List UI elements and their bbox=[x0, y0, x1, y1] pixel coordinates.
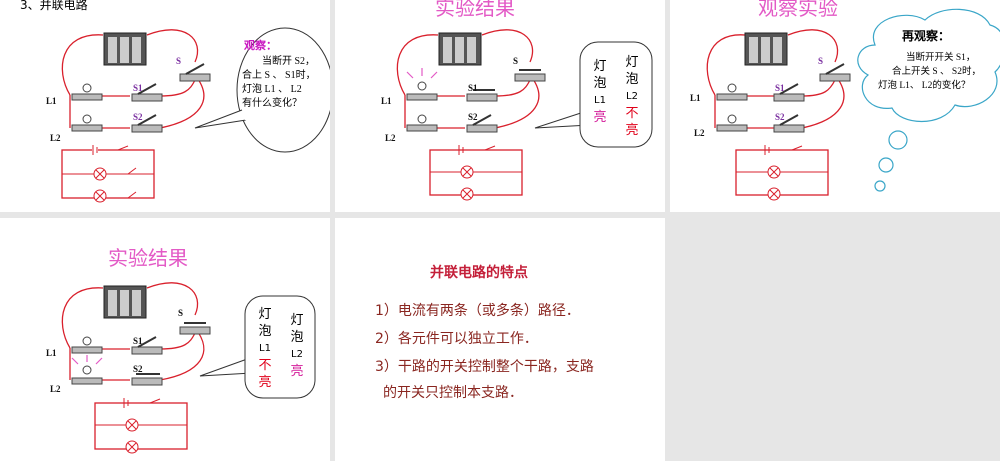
characteristics-heading: 并联电路的特点 bbox=[430, 265, 528, 281]
label-l1: L1 bbox=[46, 96, 57, 106]
label-s1: S1 bbox=[468, 83, 478, 93]
label-l2: L2 bbox=[694, 128, 705, 138]
switch-s1-closed-icon bbox=[466, 89, 498, 102]
schematic bbox=[430, 145, 522, 201]
schematic bbox=[95, 398, 187, 454]
label-s: S bbox=[176, 56, 182, 66]
label-s: S bbox=[818, 56, 824, 66]
panel-title: 观察实验 bbox=[758, 0, 838, 20]
label-l1: L1 bbox=[381, 96, 392, 106]
switch-s-closed-icon bbox=[179, 322, 211, 335]
bulb-l1-icon bbox=[71, 83, 103, 101]
label-s2: S2 bbox=[775, 112, 785, 122]
switch-s1-icon bbox=[773, 83, 805, 102]
circuit-diagram bbox=[396, 29, 653, 201]
label-l1: L1 bbox=[46, 348, 57, 358]
switch-s2-closed-icon bbox=[131, 373, 163, 386]
switch-s-closed-icon bbox=[514, 69, 546, 82]
label-l2: L2 bbox=[385, 133, 396, 143]
label-s2: S2 bbox=[468, 112, 478, 122]
label-l2: L2 bbox=[50, 133, 61, 143]
panel-result-2: 实验结果 bbox=[0, 218, 330, 461]
result-l1: 灯 泡 L1 亮 bbox=[593, 59, 607, 125]
switch-s1-icon bbox=[131, 336, 163, 355]
empty-slot bbox=[670, 218, 1000, 461]
panel-title: 实验结果 bbox=[108, 246, 188, 270]
label-s2: S2 bbox=[133, 364, 143, 374]
label-s1: S1 bbox=[133, 336, 143, 346]
cloud-line: 合上开关 S 、 S2时， bbox=[892, 67, 981, 77]
panel-heading: 3、并联电路 bbox=[20, 0, 88, 12]
label-s: S bbox=[513, 56, 519, 66]
label-s: S bbox=[178, 308, 184, 318]
characteristic-item: 的开关只控制本支路． bbox=[383, 385, 523, 401]
bubble-title: 观察： bbox=[244, 40, 277, 52]
bubble-line: 合上 S 、 S1时， bbox=[242, 70, 316, 81]
bulb-l1-icon bbox=[71, 336, 103, 354]
result-l2: 灯 泡 L2 亮 bbox=[290, 313, 304, 379]
label-s1: S1 bbox=[775, 83, 785, 93]
label-s1: S1 bbox=[133, 83, 143, 93]
characteristic-item: 1）电流有两条（或多条）路径． bbox=[375, 303, 580, 319]
panel-characteristics: 并联电路的特点 1）电流有两条（或多条）路径． 2）各元件可以独立工作． 3）干… bbox=[335, 218, 665, 461]
cloud-line: 当断开开关 S1， bbox=[906, 53, 976, 63]
panel-title: 实验结果 bbox=[435, 0, 515, 20]
panel-observe-1: 3、并联电路 bbox=[0, 0, 330, 212]
circuit-diagram bbox=[706, 8, 1000, 201]
switch-s-icon bbox=[179, 63, 211, 82]
bulb-l2-icon bbox=[71, 114, 103, 132]
circuit-diagram bbox=[61, 27, 330, 203]
switch-s2-icon bbox=[466, 114, 498, 133]
switch-s-icon bbox=[819, 63, 851, 82]
battery-icon bbox=[103, 285, 147, 319]
bulb-l2-icon bbox=[716, 114, 748, 132]
bulb-l1-lit-icon bbox=[406, 68, 438, 101]
label-l2: L2 bbox=[50, 384, 61, 394]
panel-result-1: 实验结果 bbox=[335, 0, 665, 212]
characteristic-item: 3）干路的开关控制整个干路，支路 bbox=[375, 359, 594, 375]
cloud-title: 再观察： bbox=[902, 29, 951, 43]
characteristic-item: 2）各元件可以独立工作． bbox=[375, 331, 538, 347]
bubble-line: 当断开 S2， bbox=[262, 56, 316, 67]
battery-icon bbox=[744, 32, 788, 66]
cloud-line: 灯泡 L1、 L2的变化？ bbox=[878, 81, 971, 91]
result-l1: 灯 泡 L1 不 亮 bbox=[258, 307, 272, 390]
switch-s2-icon bbox=[773, 114, 805, 133]
label-l1: L1 bbox=[690, 93, 701, 103]
result-l2: 灯 泡 L2 不 亮 bbox=[625, 55, 639, 138]
schematic bbox=[736, 145, 828, 201]
bulb-l1-icon bbox=[716, 83, 748, 101]
battery-icon bbox=[438, 32, 482, 66]
bulb-l2-icon bbox=[406, 114, 438, 132]
panel-observe-2: 观察实验 bbox=[670, 0, 1000, 212]
label-s2: S2 bbox=[133, 112, 143, 122]
bubble-line: 有什么变化？ bbox=[242, 98, 302, 109]
battery-icon bbox=[103, 32, 147, 66]
switch-s2-icon bbox=[131, 114, 163, 133]
bulb-l2-lit-icon bbox=[71, 355, 103, 385]
schematic bbox=[62, 145, 154, 203]
bubble-line: 灯泡 L1 、 L2 bbox=[242, 84, 302, 95]
switch-s1-icon bbox=[131, 83, 163, 102]
circuit-diagram bbox=[61, 282, 316, 454]
thought-cloud bbox=[857, 8, 1000, 192]
